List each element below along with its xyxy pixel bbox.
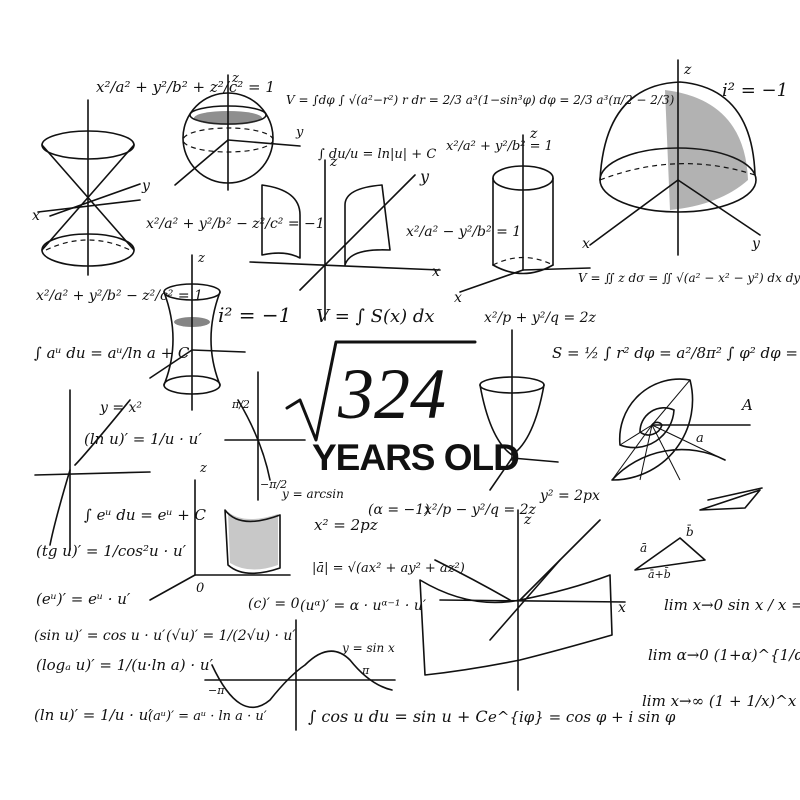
vec-label-b: b̄ xyxy=(686,523,694,539)
formula-parabolic-cyl: x² = 2pz xyxy=(314,516,378,534)
sine-label-minus-pi: −π xyxy=(208,684,225,697)
formula-power-deriv: (uᵅ)′ = α · uᵅ⁻¹ · u′ xyxy=(300,598,427,614)
saddle-axis-z: z xyxy=(523,512,532,528)
vec-label-a: ā xyxy=(640,541,647,555)
formula-hyperbolic-parab: x²/p − y²/q = 2z xyxy=(424,502,537,518)
hemisphere-axis-x: x xyxy=(582,236,590,252)
surf-axis-z: z xyxy=(199,461,207,476)
formula-const-deriv: (c)′ = 0 xyxy=(248,596,300,612)
formula-sqrt-deriv: (√u)′ = 1/(2√u) · u′ xyxy=(166,628,296,644)
parabolic-cylinder-figure: z y x xyxy=(249,154,441,321)
formula-log-deriv: (logₐ u)′ = 1/(u·ln a) · u′ xyxy=(36,656,214,674)
formula-limit-inf: lim x→∞ (1 + 1/x)^x = e xyxy=(642,692,800,710)
parab-axis-x: x xyxy=(432,264,440,280)
formula-ellipsoid-mid: x²/a² + y²/b² = 1 xyxy=(446,139,553,154)
double-cone-figure: x y xyxy=(32,99,151,276)
parabolic-surface-figure: z 0 xyxy=(149,461,291,601)
surf-origin: 0 xyxy=(196,581,204,596)
parab-axis-z: z xyxy=(329,154,338,170)
hemisphere-axis-z: z xyxy=(683,62,692,78)
formula-limit-alpha: lim α→0 (1+α)^{1/α} = e xyxy=(648,646,800,664)
formula-ln-deriv-2: (ln u)′ = 1/u · u′ xyxy=(34,706,152,724)
formula-ln-deriv: (ln u)′ = 1/u · u′ xyxy=(84,430,202,448)
vec-label-sum: ā+b̄ xyxy=(648,568,671,581)
formula-hyperboloid-two: x²/a² + y²/b² − z²/c² = −1 xyxy=(146,216,325,232)
formula-volume-right: V = ∬ z dσ = ∬ √(a² − x² − y²) dx dy xyxy=(578,271,800,285)
formula-a-pow-deriv: (aᵘ)′ = aᵘ · ln a · u′ xyxy=(148,709,267,724)
axis-label-x: x xyxy=(32,208,40,224)
vectors-figure: ā b̄ ā+b̄ xyxy=(634,487,763,581)
sphere-axis-z: z xyxy=(231,71,239,86)
paraboloid-figure xyxy=(479,329,559,491)
formula-euler: e^{iφ} = cos φ + i sin φ xyxy=(488,708,676,726)
formula-imaginary-right: i² = −1 xyxy=(722,80,788,101)
saddle-figure: z x xyxy=(419,509,626,691)
formula-area: S = ½ ∫ r² dφ = a²/8π² ∫ φ² dφ = ⅓ π a² xyxy=(552,344,800,362)
arcsin-graph: π/2 −π/2 xyxy=(224,371,306,501)
formula-tg-deriv: (tg u)′ = 1/cos²u · u′ xyxy=(36,542,187,560)
formula-exp-integral: ∫ eᵘ du = eᵘ + C xyxy=(84,506,207,524)
formula-parabola-right: y² = 2px xyxy=(539,488,600,504)
parabola-graph xyxy=(34,389,151,551)
formula-sin-label: y = sin x xyxy=(341,641,395,655)
saddle-axis-x: x xyxy=(618,600,626,616)
arcsin-label-pi-half: π/2 xyxy=(231,398,250,411)
arcsin-label-minus-pi-half: −π/2 xyxy=(260,478,287,491)
formula-imaginary-left: i² = −1 xyxy=(218,303,291,327)
headline-number: 324 xyxy=(337,354,446,434)
formula-alpha-line: (α = −1) xyxy=(368,502,430,518)
axis-label-y: y xyxy=(141,178,151,194)
hyperboloid-figure: z xyxy=(149,251,246,411)
formula-limit-sin: lim x→0 sin x / x = 1 xyxy=(664,596,800,614)
hemisphere-figure: z x y xyxy=(582,59,761,256)
formula-paraboloid: x²/p + y²/q = 2z xyxy=(484,310,597,326)
cylinder-figure: z x xyxy=(454,126,591,306)
formula-sin-deriv: (sin u)′ = cos u · u′ xyxy=(34,628,166,644)
formula-arcsin: y = arcsin xyxy=(281,487,344,501)
formula-parabola: y = x² xyxy=(99,400,142,416)
sine-graph: −π π xyxy=(204,619,396,731)
spiral-label-a: a xyxy=(696,431,704,446)
headline-group: 324 YEARS OLD xyxy=(285,340,520,478)
cyl-axis-z: z xyxy=(529,126,538,142)
formula-hyperboloid-one: x²/a² + y²/b² − z²/c² = 1 xyxy=(36,288,203,304)
parab-axis-y: y xyxy=(419,167,430,186)
formula-double-integral: V = ∫dφ ∫ √(a²−r²) r dr = 2/3 a³(1−sin³φ… xyxy=(286,93,675,107)
headline-subtitle: YEARS OLD xyxy=(312,437,519,478)
formula-vector-norm: |ā| = √(ax² + ay² + az²) xyxy=(312,561,465,576)
formula-exp-deriv: (eᵘ)′ = eᵘ · u′ xyxy=(36,590,131,608)
formula-volume: V = ∫ S(x) dx xyxy=(316,306,435,327)
spiral-label-A: A xyxy=(740,396,753,414)
sine-label-pi: π xyxy=(361,664,370,677)
sphere-axis-y: y xyxy=(295,125,304,140)
formula-cylinder-eq: x²/a² − y²/b² = 1 xyxy=(406,224,521,240)
spiral-figure: A a xyxy=(611,378,753,481)
formula-cos-integral: ∫ cos u du = sin u + C xyxy=(308,707,488,726)
formula-log-integral: ∫ du/u = ln|u| + C xyxy=(318,147,436,162)
sphere-figure: z y xyxy=(174,71,304,191)
hyp-axis-z: z xyxy=(197,251,205,266)
hemisphere-axis-y: y xyxy=(751,236,761,252)
formula-ellipsoid-top: x²/a² + y²/b² + z²/c² = 1 xyxy=(96,78,275,96)
square-root-sign xyxy=(285,340,477,442)
cyl-axis-x: x xyxy=(454,290,462,306)
formula-exp-integral-a: ∫ aᵘ du = aᵘ/ln a + C xyxy=(34,344,190,362)
